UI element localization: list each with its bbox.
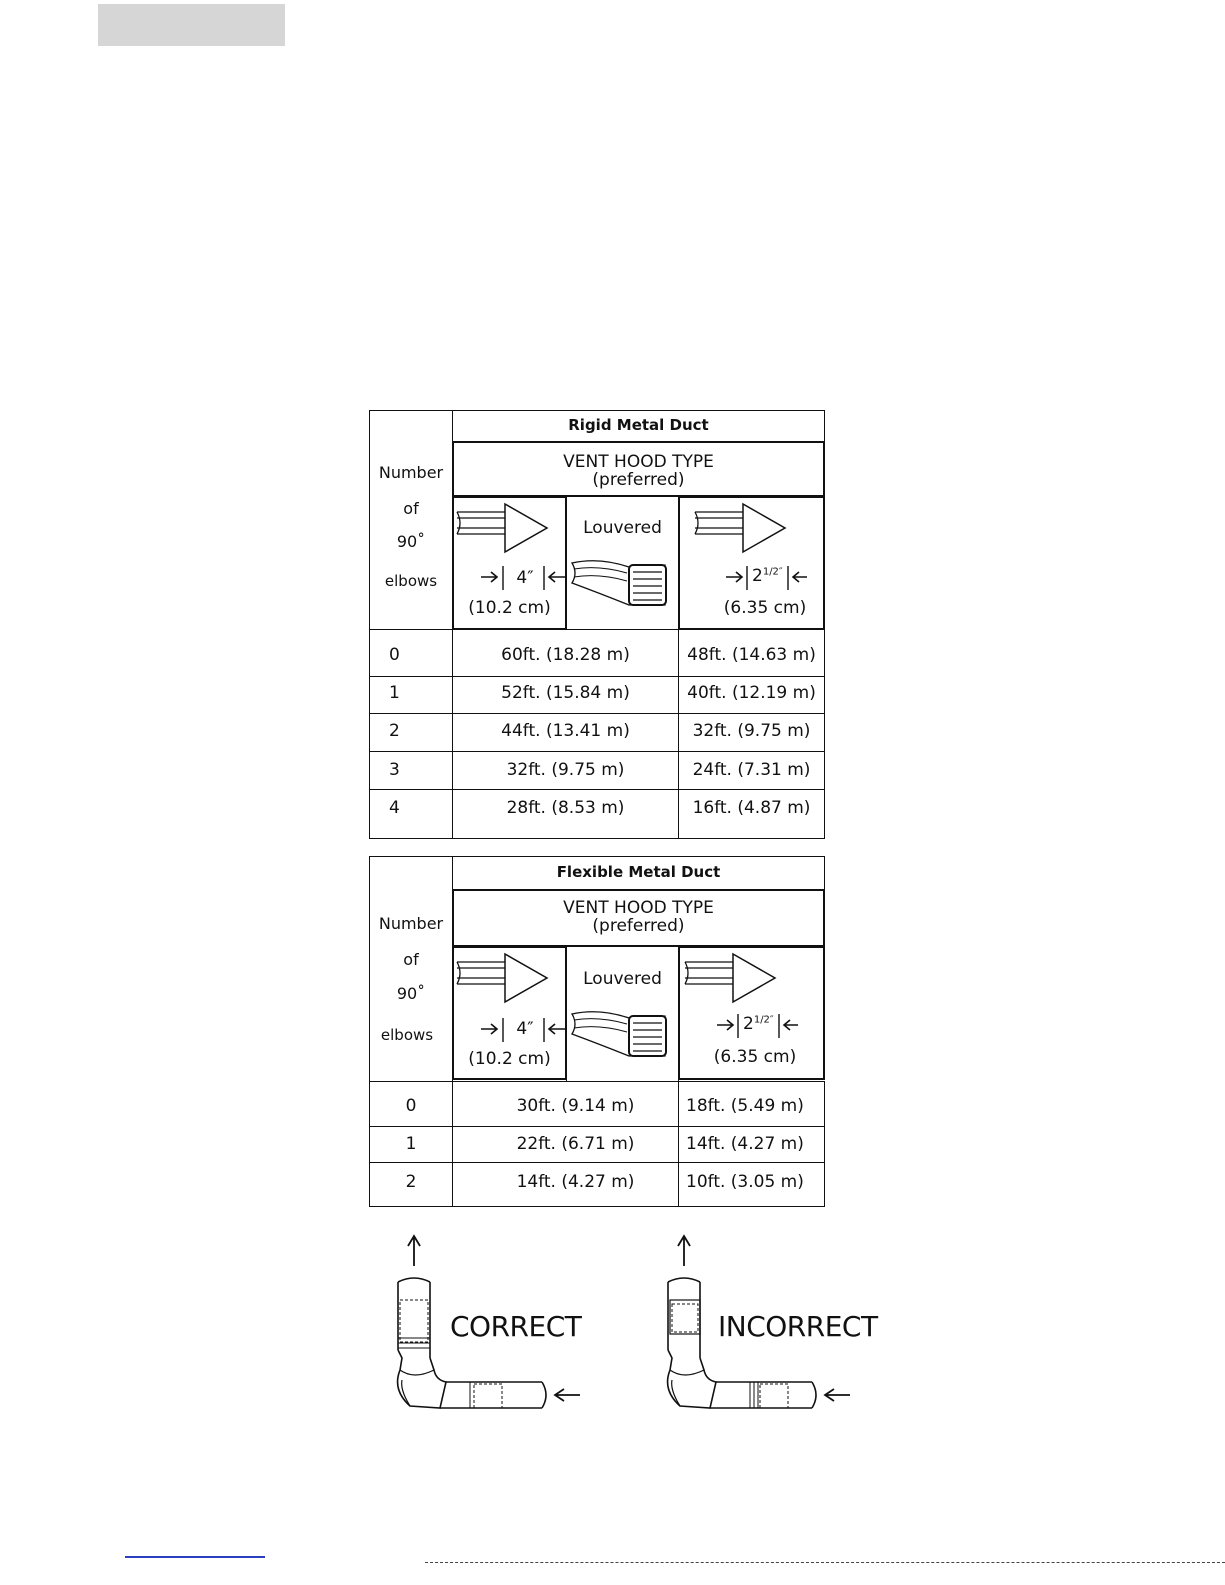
dimension-2half-fraction: 1/2″ xyxy=(753,1014,774,1026)
correct-elbow-icon xyxy=(396,1234,580,1409)
dimension-2half-cm: (6.35 cm) xyxy=(713,1047,797,1067)
vent-col-2half-cell xyxy=(678,946,825,1080)
row-flexible-2half-value: 14ft. (4.27 m) xyxy=(686,1134,804,1154)
table-row xyxy=(369,789,453,839)
table-row xyxy=(369,713,453,752)
table-row xyxy=(369,629,453,677)
dimension-4in-label: 4″ xyxy=(516,568,534,588)
dimension-arrows-2half-icon xyxy=(726,566,807,590)
footer-link-underline xyxy=(125,1556,265,1558)
flexible-title: Flexible Metal Duct xyxy=(556,863,721,881)
row-rigid-4in-value: 28ft. (8.53 m) xyxy=(506,798,625,818)
rigid-title: Rigid Metal Duct xyxy=(568,416,709,434)
dimension-2half-main: 2 xyxy=(743,1014,754,1034)
hood-2half-icon xyxy=(694,502,787,554)
elbows-header-cell xyxy=(369,410,453,630)
row-flexible-4in-value: 22ft. (6.71 m) xyxy=(516,1134,635,1154)
dimension-2half-fraction: 1/2″ xyxy=(762,566,783,578)
table-row xyxy=(678,1162,825,1207)
row-rigid-2half-value: 24ft. (7.31 m) xyxy=(692,760,811,780)
row-flexible-4in-value: 14ft. (4.27 m) xyxy=(516,1172,635,1192)
hood-2half-icon xyxy=(684,952,777,1004)
row-rigid-2half-value: 32ft. (9.75 m) xyxy=(692,721,811,741)
dimension-arrows-4in-icon xyxy=(481,1018,565,1042)
rigid-duct-table: Number of 90˚ elbows Rigid Metal Duct VE… xyxy=(369,410,825,840)
row-rigid-2half-value: 48ft. (14.63 m) xyxy=(687,645,816,665)
row-elbows: 0 xyxy=(389,645,400,665)
elbows-header-line1: Number xyxy=(378,914,444,933)
dimension-2half-label: 21/2″ xyxy=(743,1014,774,1034)
row-elbows: 4 xyxy=(389,798,400,818)
row-elbows: 1 xyxy=(405,1134,417,1154)
duct-joint-diagram: CORRECT INCORRECT xyxy=(370,1230,878,1430)
row-elbows: 2 xyxy=(405,1172,417,1192)
dimension-2half-main: 2 xyxy=(752,566,763,586)
incorrect-elbow-icon xyxy=(666,1234,850,1409)
row-elbows: 1 xyxy=(389,683,400,703)
header-gray-block xyxy=(98,4,285,46)
table-row xyxy=(369,751,453,790)
vent-hood-type-label: VENT HOOD TYPE xyxy=(563,898,714,918)
row-elbows: 2 xyxy=(389,721,400,741)
elbows-header-cell xyxy=(369,856,453,1082)
elbows-header-line3: 90˚ xyxy=(396,532,426,551)
elbows-header-line2: of xyxy=(403,499,419,518)
vent-hood-preferred: (preferred) xyxy=(592,470,685,490)
vent-hood-type-label: VENT HOOD TYPE xyxy=(563,452,714,472)
table-row xyxy=(369,676,453,714)
row-rigid-2half-value: 40ft. (12.19 m) xyxy=(687,683,816,703)
row-rigid-4in-value: 60ft. (18.28 m) xyxy=(501,645,630,665)
dimension-2half-label: 21/2″ xyxy=(752,566,783,586)
elbows-header-line1: Number xyxy=(378,463,444,482)
dimension-2half-cm: (6.35 cm) xyxy=(723,598,807,618)
incorrect-label: INCORRECT xyxy=(718,1310,878,1343)
dimension-4in-cm: (10.2 cm) xyxy=(468,598,551,618)
louvered-hood-icon xyxy=(570,1011,667,1057)
correct-label: CORRECT xyxy=(450,1310,582,1343)
elbows-header-line3: 90˚ xyxy=(396,984,426,1003)
row-flexible-4in-value: 30ft. (9.14 m) xyxy=(516,1096,635,1116)
row-elbows: 0 xyxy=(405,1096,417,1116)
elbows-header-line2: of xyxy=(403,950,419,969)
row-rigid-4in-value: 52ft. (15.84 m) xyxy=(501,683,630,703)
elbows-header-line4: elbows xyxy=(380,1026,434,1044)
dimension-4in-label: 4″ xyxy=(516,1019,534,1039)
louvered-label: Louvered xyxy=(583,969,662,989)
row-rigid-4in-value: 44ft. (13.41 m) xyxy=(501,721,630,741)
dimension-arrows-4in-icon xyxy=(481,566,565,590)
louvered-label: Louvered xyxy=(583,518,662,538)
table-row xyxy=(678,789,825,839)
vent-hood-preferred: (preferred) xyxy=(592,916,685,936)
dimension-arrows-2half-icon xyxy=(717,1014,798,1038)
dimension-4in-cm: (10.2 cm) xyxy=(468,1049,551,1069)
row-rigid-4in-value: 32ft. (9.75 m) xyxy=(506,760,625,780)
row-rigid-2half-value: 16ft. (4.87 m) xyxy=(692,798,811,818)
hood-4in-icon xyxy=(456,502,549,554)
row-flexible-2half-value: 18ft. (5.49 m) xyxy=(686,1096,804,1116)
hood-4in-icon xyxy=(456,952,549,1004)
footer-divider xyxy=(425,1562,1225,1563)
louvered-hood-icon xyxy=(570,560,667,606)
flexible-duct-table: Number of 90˚ elbows Flexible Metal Duct… xyxy=(369,856,825,1208)
elbows-header-line4: elbows xyxy=(384,572,438,590)
row-flexible-2half-value: 10ft. (3.05 m) xyxy=(686,1172,804,1192)
row-elbows: 3 xyxy=(389,760,400,780)
